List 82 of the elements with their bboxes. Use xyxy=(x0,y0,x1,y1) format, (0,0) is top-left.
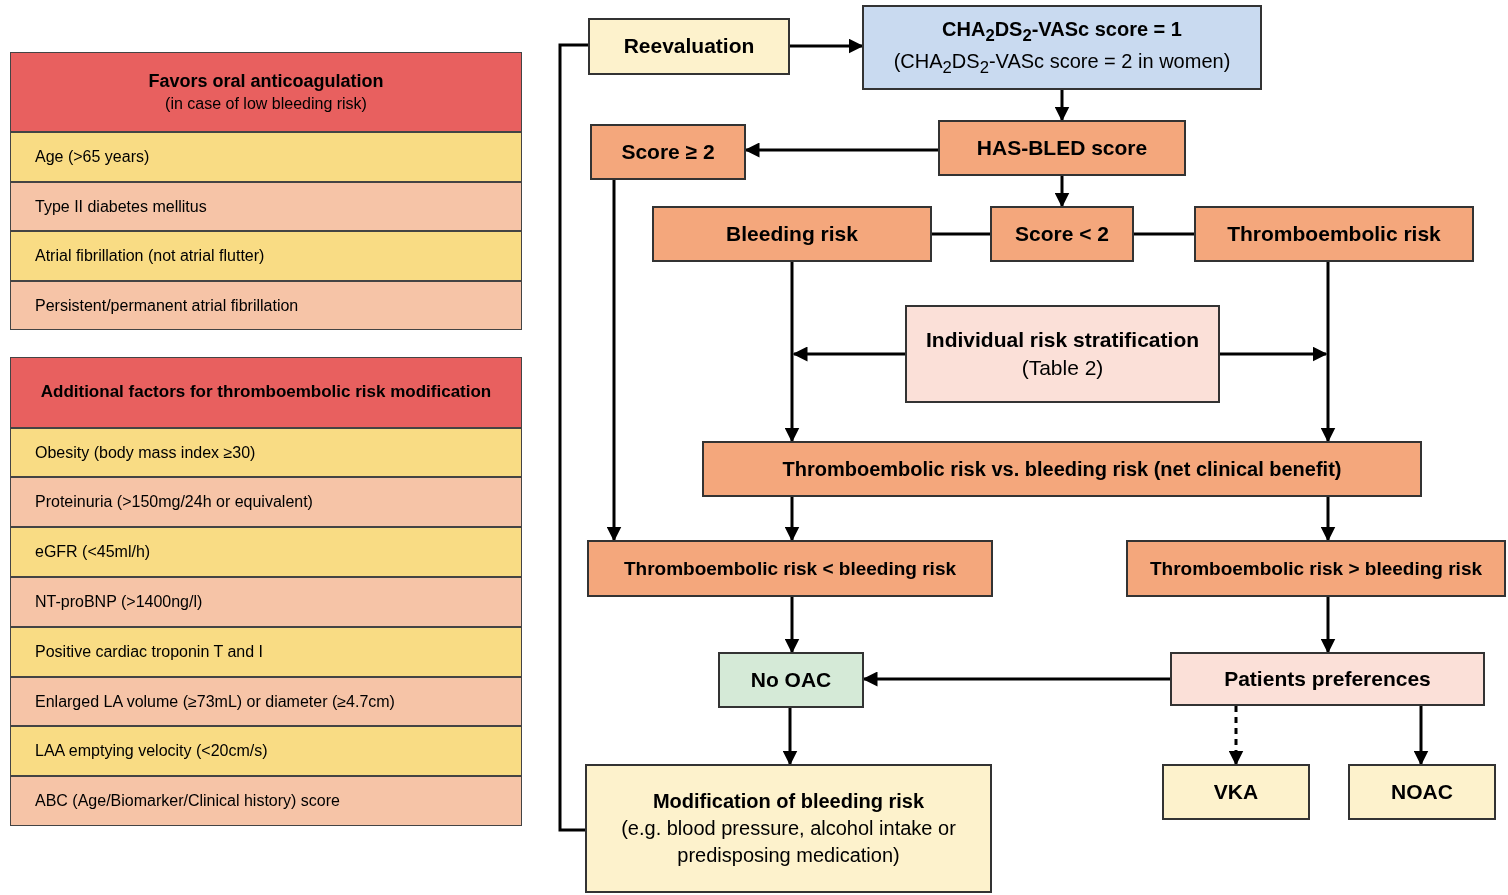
process-box xyxy=(1126,540,1506,597)
arrow xyxy=(1228,706,1244,766)
table-row xyxy=(10,776,522,826)
process-box xyxy=(1348,764,1496,820)
arrow xyxy=(782,708,798,766)
table-row xyxy=(10,477,522,527)
row-text: Atrial fibrillation (not atrial flutter) xyxy=(35,246,265,267)
box-title: Reevaluation xyxy=(623,33,755,60)
box-subtitle: (e.g. blood pressure, alcohol intake or predisposing medication) xyxy=(620,816,957,868)
box-title: Score ≥ 2 xyxy=(621,138,715,165)
box-title: Bleeding risk xyxy=(726,220,858,247)
row-text: ABC (Age/Biomarker/Clinical history) score xyxy=(35,791,340,812)
arrow xyxy=(1320,497,1336,542)
arrow xyxy=(1413,706,1429,766)
connector-line xyxy=(1134,232,1194,236)
row-text: Persistent/permanent atrial fibrillation xyxy=(35,295,299,316)
box-title: Thromboembolic risk < bleeding risk xyxy=(623,556,957,581)
table-header xyxy=(10,357,522,428)
process-box xyxy=(938,120,1186,176)
table-row xyxy=(10,281,522,330)
box-title: Thromboembolic risk vs. bleeding risk (net clinical benefit) xyxy=(782,456,1342,482)
process-box xyxy=(990,206,1134,262)
table-row xyxy=(10,132,522,182)
box-title: Thromboembolic risk xyxy=(1227,220,1441,247)
arrow xyxy=(606,180,622,542)
table-row xyxy=(10,627,522,677)
process-box xyxy=(588,18,790,75)
box-title: VKA xyxy=(1213,778,1259,805)
box-title: Individual risk stratification xyxy=(925,326,1200,353)
arrow xyxy=(790,38,864,54)
row-text: LAA emptying velocity (<20cm/s) xyxy=(35,741,268,762)
table-row xyxy=(10,677,522,726)
box-title: CHA$_{2}$DS$_{2}$-VASc score = 1 xyxy=(942,17,1182,47)
box-subtitle: (Table 2) xyxy=(1021,355,1104,381)
table-header xyxy=(10,52,522,132)
arrow xyxy=(784,597,800,654)
process-box xyxy=(1170,652,1485,706)
connector-line xyxy=(558,43,588,832)
table-row xyxy=(10,726,522,776)
box-title: Patients preferences xyxy=(1224,665,1431,692)
box-title: No OAC xyxy=(750,666,832,693)
table-row xyxy=(10,231,522,281)
row-text: Positive cardiac troponin T and I xyxy=(35,642,263,663)
box-subtitle: (CHA$_{2}$DS$_{2}$-VASc score = 2 in women) xyxy=(893,48,1231,79)
row-text: Enlarged LA volume (≥73mL) or diameter (≥4.7cm) xyxy=(35,691,395,712)
process-box xyxy=(585,764,992,893)
process-box xyxy=(905,305,1220,403)
box-subtitle: (in case of low bleeding risk) xyxy=(165,94,367,115)
box-title: Modification of bleeding risk xyxy=(652,789,925,814)
arrow xyxy=(1054,90,1070,122)
arrow xyxy=(1320,597,1336,654)
arrow xyxy=(784,497,800,542)
arrow xyxy=(1054,176,1070,208)
row-text: NT-proBNP (>1400ng/l) xyxy=(35,592,203,613)
header-text: Favors oral anticoagulation xyxy=(148,70,384,94)
table-row xyxy=(10,577,522,627)
arrow xyxy=(1220,346,1328,362)
process-box xyxy=(587,540,993,597)
box-title: NOAC xyxy=(1391,778,1453,805)
table-row xyxy=(10,182,522,231)
arrow xyxy=(792,346,905,362)
header-text: Additional factors for thromboembolic risk modification xyxy=(40,381,492,404)
process-box xyxy=(718,652,864,708)
row-text: Age (>65 years) xyxy=(35,147,150,168)
arrow xyxy=(1320,262,1336,443)
process-box xyxy=(590,124,746,180)
row-text: Proteinuria (>150mg/24h or equivalent) xyxy=(35,492,313,513)
row-text: Obesity (body mass index ≥30) xyxy=(35,442,256,463)
table-row xyxy=(10,527,522,577)
row-text: Type II diabetes mellitus xyxy=(35,196,207,217)
connector-line xyxy=(932,232,990,236)
table-row xyxy=(10,428,522,477)
box-title: Score < 2 xyxy=(1015,220,1109,247)
row-text: eGFR (<45ml/h) xyxy=(35,542,151,563)
process-box xyxy=(652,206,932,262)
box-title: Thromboembolic risk > bleeding risk xyxy=(1149,556,1483,581)
box-title: HAS-BLED score xyxy=(976,134,1148,161)
process-box xyxy=(1162,764,1310,820)
arrow xyxy=(784,262,800,443)
process-box xyxy=(1194,206,1474,262)
process-box xyxy=(702,441,1422,497)
process-box xyxy=(862,5,1262,90)
